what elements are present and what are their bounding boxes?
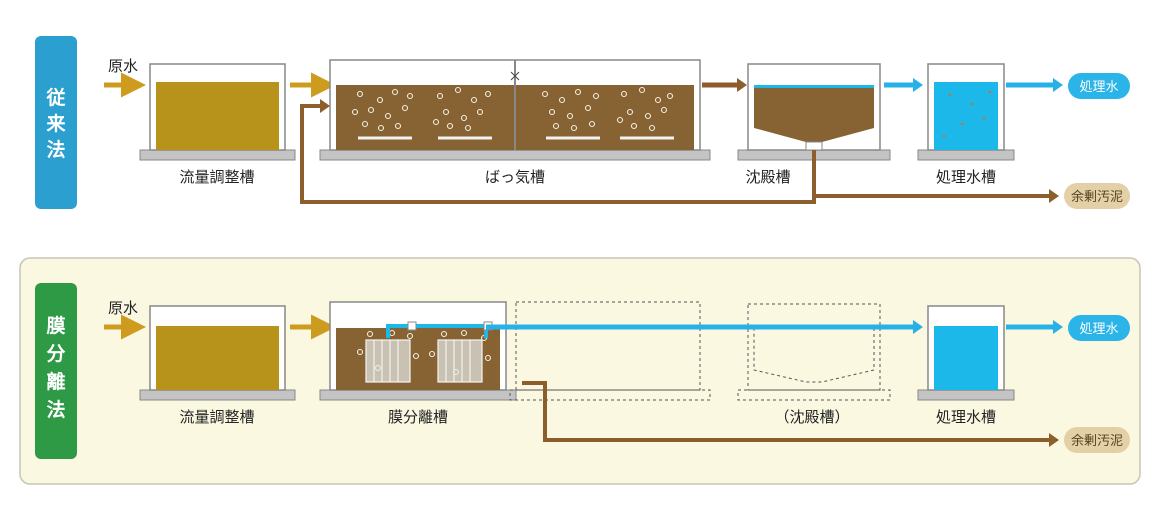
raw-water-fill	[156, 82, 279, 150]
treated-water-fill	[934, 326, 998, 390]
membrane-excess-sludge-pill	[1064, 427, 1130, 453]
membrane-treated-water-pill	[1068, 315, 1130, 341]
conventional-treated-tank-label: 処理水槽	[936, 168, 996, 186]
membrane-sludge-pipe	[522, 381, 1052, 442]
sedimentation-hopper	[754, 88, 874, 142]
membrane-treated-water-output: 処理水	[1079, 322, 1118, 337]
conventional-sedimentation-tank	[737, 63, 891, 161]
membrane-sedimentation-omitted-label: （沈殿槽）	[774, 408, 849, 426]
membrane-method-tag	[35, 283, 77, 459]
conventional-aeration-label: ばっ気槽	[485, 168, 545, 186]
conventional-excess-sludge-pill	[1064, 183, 1130, 209]
conventional-tag-char-2: 来	[46, 113, 65, 135]
conventional-sludge-pipe	[300, 104, 1052, 204]
aeration-bubbles	[351, 86, 674, 132]
conventional-method-tag	[35, 36, 77, 209]
membrane-treated-tank-label: 処理水槽	[936, 408, 996, 426]
conventional-equalization-label: 流量調整槽	[179, 168, 254, 186]
membrane-equalization-tank	[139, 305, 296, 401]
membrane-tag-char-2: 分	[46, 343, 65, 365]
conventional-treated-water-tank	[917, 63, 1015, 161]
membrane-module-icon	[437, 339, 483, 383]
conventional-aeration-tank	[319, 59, 711, 161]
conventional-equalization-tank	[139, 63, 296, 161]
conventional-tag-char-3: 法	[46, 138, 65, 161]
conventional-raw-water-label: 原水	[108, 57, 138, 75]
omitted-aeration-outline	[509, 301, 711, 401]
conventional-method: 従 来 法 原水 流量調整槽	[35, 36, 1130, 209]
membrane-section-panel	[19, 257, 1141, 485]
membrane-tag-char-3: 離	[46, 370, 65, 393]
membrane-treated-water-tank	[917, 305, 1015, 401]
conventional-treated-water-output: 処理水	[1079, 80, 1118, 95]
membrane-tag-char-1: 膜	[45, 314, 65, 337]
conventional-tag-char-1: 従	[45, 86, 65, 109]
conventional-excess-sludge-output: 余剰汚泥	[1071, 189, 1123, 205]
membrane-raw-water-label: 原水	[108, 299, 138, 317]
raw-water-fill	[156, 326, 279, 390]
conventional-treated-water-pill	[1068, 73, 1130, 99]
membrane-separation-label: 膜分離槽	[388, 408, 448, 426]
membrane-separation-tank	[319, 301, 517, 401]
membrane-equalization-label: 流量調整槽	[179, 408, 254, 426]
conventional-sedimentation-label: 沈殿槽	[745, 168, 790, 186]
membrane-bubbles	[356, 329, 492, 376]
membrane-module-icon	[365, 339, 411, 383]
membrane-excess-sludge-output: 余剰汚泥	[1071, 433, 1123, 449]
membrane-tag-char-4: 法	[46, 398, 65, 421]
membrane-method: 膜 分 離 法 原水 流量調整槽	[35, 283, 1130, 459]
treated-water-fill	[934, 82, 998, 150]
